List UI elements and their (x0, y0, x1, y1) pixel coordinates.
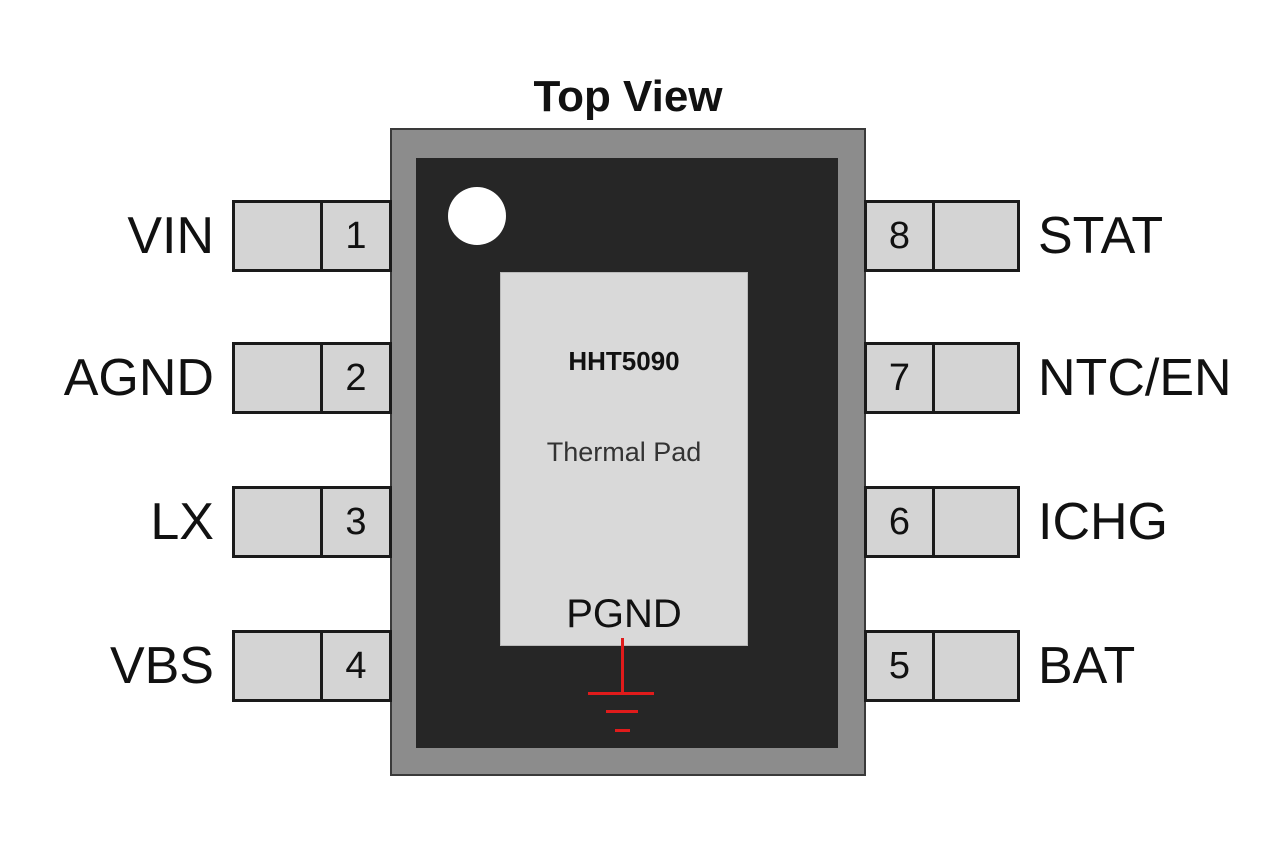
pin-number: 6 (867, 489, 935, 555)
pin-4: 4 (232, 630, 392, 702)
pin-number: 4 (345, 644, 367, 687)
pin-number: 7 (867, 345, 935, 411)
pin1-marker-icon (448, 187, 506, 245)
pin-name: VBS (109, 637, 214, 695)
pin-name: VIN (127, 207, 214, 265)
pin-number: 5 (867, 633, 935, 699)
pin-name: STAT (1038, 207, 1164, 265)
pin-7: 7 (864, 342, 1020, 414)
pin-8: 8 (864, 200, 1020, 272)
pin-2: 2 (232, 342, 392, 414)
pin-name: NTC/EN (1038, 349, 1232, 407)
pin-name: LX (150, 493, 214, 551)
pin-name: AGND (63, 349, 214, 407)
diagram-title: Top View (533, 72, 723, 121)
pin-1: 1 (232, 200, 392, 272)
part-number: HHT5090 (568, 346, 680, 376)
pin-number: 8 (867, 203, 935, 269)
pin-number: 2 (345, 356, 367, 399)
pin-6: 6 (864, 486, 1020, 558)
thermal-pad-label: Thermal Pad (546, 437, 702, 467)
pin-number: 3 (345, 500, 367, 543)
pin-name: ICHG (1038, 493, 1168, 551)
pin-name: BAT (1038, 637, 1136, 695)
pgnd-label: PGND (566, 592, 682, 636)
pin-3: 3 (232, 486, 392, 558)
pin-number: 1 (345, 214, 367, 257)
thermal-pad (500, 272, 748, 646)
pin-5: 5 (864, 630, 1020, 702)
